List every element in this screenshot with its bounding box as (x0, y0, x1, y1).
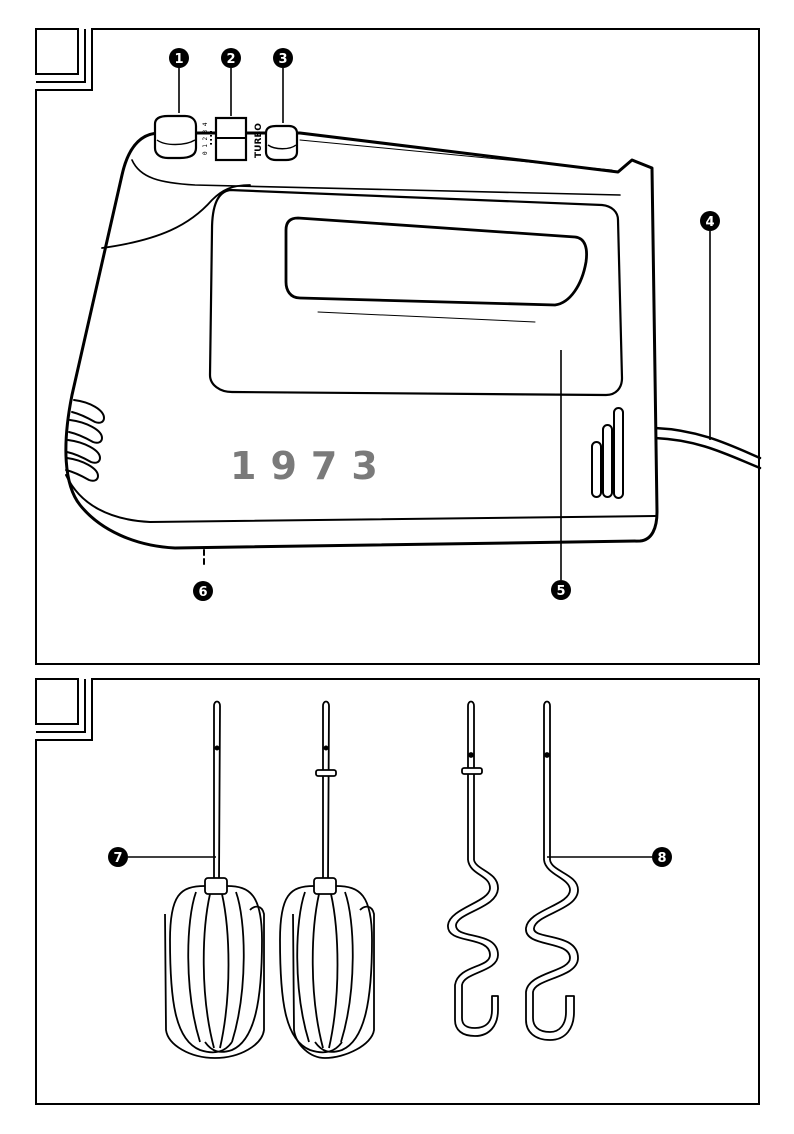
speed-scale: 0 1 2 3 4 (202, 122, 209, 155)
dough-hook-left (448, 702, 498, 1037)
callout-2: 2 (221, 48, 241, 68)
panel-2-corner-box (36, 679, 78, 724)
callout-7: 7 (108, 847, 128, 867)
brand-text: 1973 (230, 444, 392, 488)
dough-hook-right (526, 702, 578, 1041)
callout-5: 5 (551, 580, 571, 600)
turbo-button (266, 126, 297, 160)
beater-left (165, 702, 264, 1059)
callout-3-label: 3 (278, 52, 287, 67)
callout-4: 4 (700, 211, 720, 231)
callout-1-label: 1 (174, 52, 183, 67)
callout-6: 6 (193, 581, 213, 601)
callout-4-label: 4 (705, 215, 714, 230)
callout-8: 8 (652, 847, 672, 867)
callout-3: 3 (273, 48, 293, 68)
callout-1: 1 (169, 48, 189, 68)
turbo-label: TURBO (254, 123, 264, 158)
power-cord-edge (655, 438, 760, 468)
panel-1-corner-box (36, 29, 78, 74)
callout-2-label: 2 (226, 52, 235, 67)
panel-2 (36, 679, 759, 1104)
hand-mixer (66, 133, 760, 567)
power-cord (655, 428, 760, 458)
beater-right (280, 702, 374, 1059)
callout-8-label: 8 (657, 851, 666, 866)
callout-7-label: 7 (113, 851, 122, 866)
callout-5-label: 5 (556, 584, 565, 599)
callout-6-label: 6 (198, 585, 207, 600)
mixer-controls (155, 116, 297, 160)
panel-2-border (36, 679, 759, 1104)
eject-button (155, 116, 196, 158)
